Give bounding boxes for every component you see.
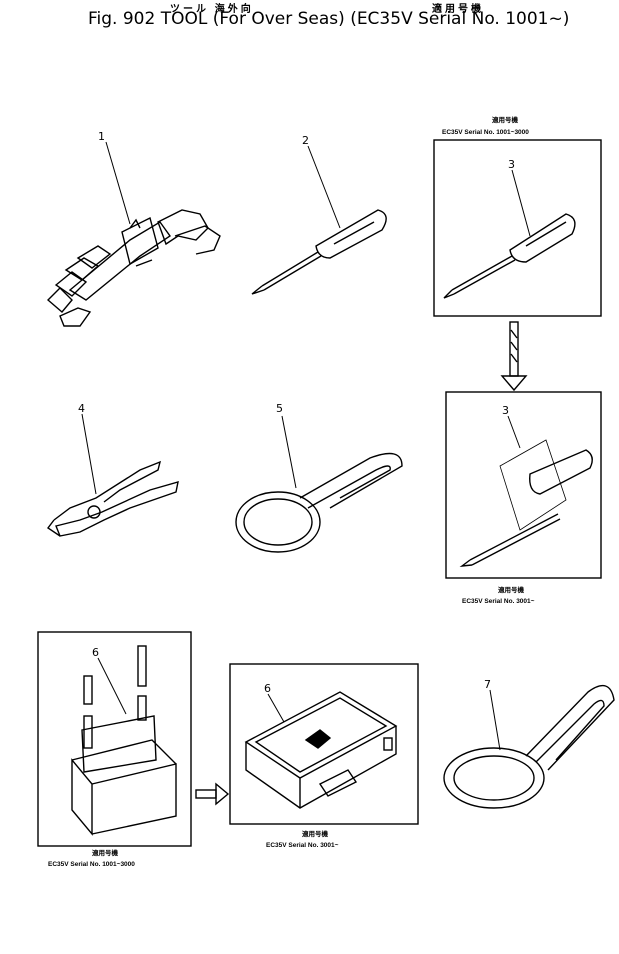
down-arrow	[500, 321, 528, 392]
header-japanese-applicability: 適用号機	[432, 4, 484, 15]
filter-wrench-drawing-7	[443, 684, 615, 809]
figure-title: Fig. 902 TOOL (For Over Seas) (EC35V Ser…	[88, 9, 570, 29]
caption-bottom-mid-title: 適用号機	[302, 829, 329, 838]
caption-top-right-serial: EC35V Serial No. 1001~3000	[442, 129, 529, 136]
callout-5: 5	[276, 402, 283, 415]
serial-box-top-right	[433, 139, 602, 317]
caption-bottom-mid-serial: EC35V Serial No. 3001~	[266, 842, 339, 849]
leader-lines	[81, 141, 531, 751]
tool-bag-drawing	[71, 645, 177, 836]
header-japanese-title: ツール 海外向	[170, 4, 254, 15]
screwdriver-drawing-serial-1001	[443, 213, 576, 299]
serial-box-bottom-left	[37, 631, 192, 847]
caption-mid-right-title: 適用号機	[498, 585, 525, 594]
callout-6-case: 6	[264, 682, 271, 695]
callout-3-split: 3	[502, 404, 509, 417]
callout-7: 7	[484, 678, 491, 691]
callout-1: 1	[98, 130, 105, 143]
serial-box-mid-right	[445, 391, 602, 579]
pliers-drawing	[46, 460, 179, 537]
screwdriver-drawing	[251, 209, 387, 295]
serial-box-bottom-mid	[229, 663, 419, 825]
callout-numbers: 1 2 3 4 5 3 6 6 7	[78, 130, 515, 695]
caption-mid-right-serial: EC35V Serial No. 3001~	[462, 598, 535, 605]
wrench-set-drawing	[46, 209, 221, 327]
filter-wrench-drawing	[235, 452, 403, 553]
tool-case-drawing	[244, 691, 398, 809]
callout-3: 3	[508, 158, 515, 171]
caption-top-right-title: 適用号機	[492, 115, 519, 124]
callout-4: 4	[78, 402, 85, 415]
caption-bottom-left-serial: EC35V Serial No. 1001~3000	[48, 861, 135, 868]
split-screwdriver-drawing	[459, 439, 593, 567]
callout-6-bag: 6	[92, 646, 99, 659]
serial-captions: 適用号機 EC35V Serial No. 1001~3000 適用号機 EC3…	[48, 115, 535, 868]
right-arrow	[195, 782, 230, 806]
callout-2: 2	[302, 134, 309, 147]
caption-bottom-left-title: 適用号機	[92, 848, 119, 857]
